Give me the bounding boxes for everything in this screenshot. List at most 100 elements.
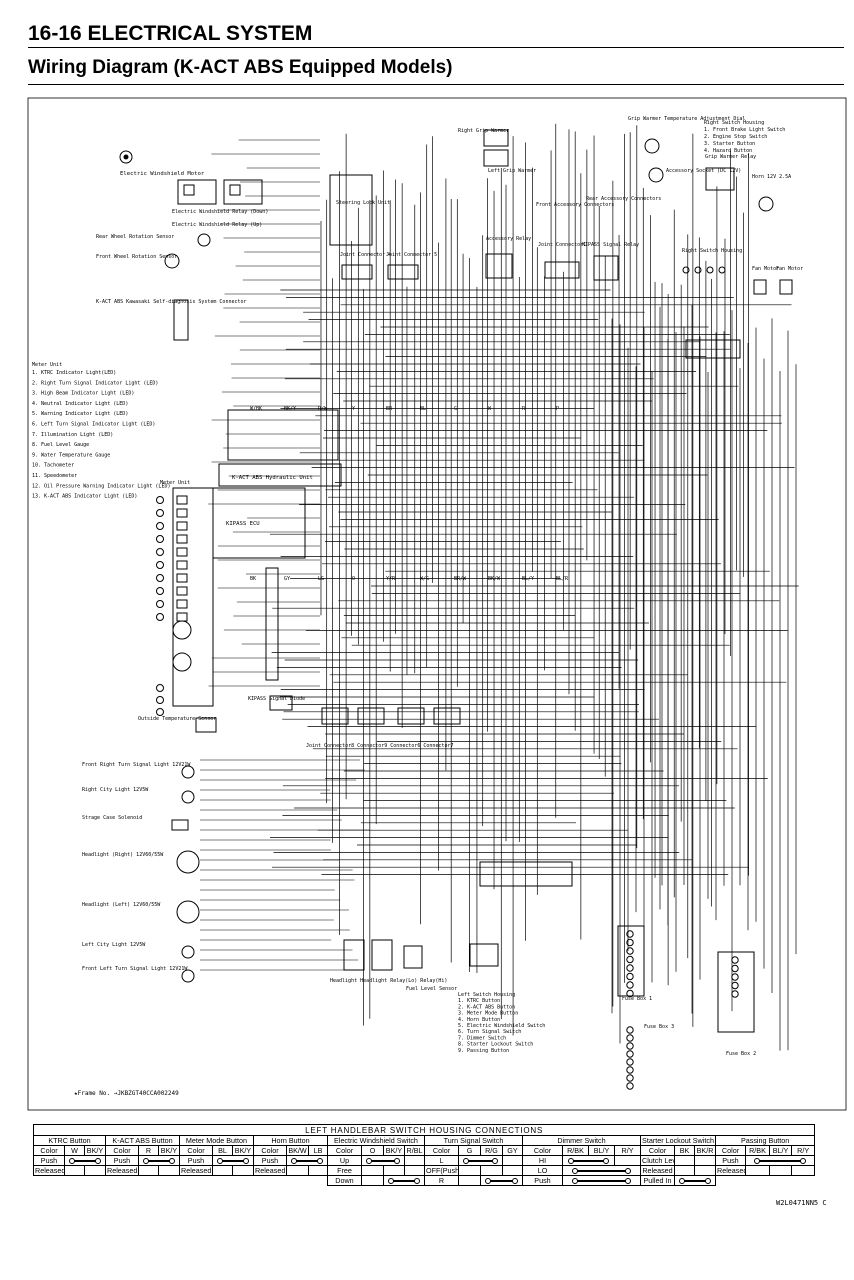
kipass-diode-box [269,695,293,711]
left-switch-item: Left Switch Housing [458,992,515,998]
lamp-label: Front Right Turn Signal Light 12V21W [82,762,191,768]
windshield-free: Free [327,1165,362,1176]
meter-unit-item: 2. Right Turn Signal Indicator Light (LE… [32,380,158,386]
left-grip-label: Left Grip Warmer [488,168,536,174]
fuse-box-3-label: Fuse Box 3 [644,1024,674,1030]
turn-l-bar [458,1155,503,1166]
lamp-icon [176,850,200,874]
horn-push-bar [286,1155,328,1166]
meter-unit-body [172,487,214,707]
indicator-bulb-icon [156,548,164,556]
right-grip-warmer-icon [483,129,509,147]
right-switch-housing-label: Right Switch Housing [682,248,742,254]
fuse-box-2-label: Fuse Box 2 [726,1051,756,1057]
fuel-sensor-box [403,945,423,969]
windshield-motor-label: Electric Windshield Motor [120,171,205,177]
steering-lock-label: Steering Lock Unit [336,200,390,206]
relay-down-box [177,179,217,205]
ktrc-push: Push [33,1155,65,1166]
group-ktrc: KTRC Button [33,1135,106,1146]
horn-rel-a [286,1165,309,1176]
horn-released: Released [253,1165,287,1176]
turn-c1: G [458,1145,481,1156]
passing-color-head: Color [715,1145,746,1156]
hydraulic-unit-connector [227,409,339,461]
left-grip-warmer-icon [483,149,509,167]
turn-l-empty [502,1155,523,1166]
dimmer-hi: HI [522,1155,563,1166]
lockout-pulled-in: Pulled In [640,1175,675,1186]
horn-push: Push [253,1155,287,1166]
outside-temp-label: Outside Temperature Sensor [138,716,216,722]
meter-push-bar [212,1155,254,1166]
relay-up-coil-icon [229,184,241,196]
wire-color-label: BK/W [488,576,501,582]
fuse-icon [626,964,634,972]
windshield-free-c [404,1165,425,1176]
group-meter: Meter Mode Button [179,1135,254,1146]
lockout-color-head: Color [640,1145,675,1156]
left-switch-item: 2. K-ACT ABS Button [458,1004,515,1010]
windshield-down-a [361,1175,384,1186]
group-horn: Horn Button [253,1135,328,1146]
group-turn: Turn Signal Switch [424,1135,523,1146]
lamp-label: Front Left Turn Signal Light 12V21W [82,966,188,972]
indicator-bulb-icon [156,535,164,543]
lockout-empty-a [674,1155,695,1166]
fuse-icon [626,1026,634,1034]
lamp-icon [181,945,195,959]
headlight-relay-lo-box [343,939,365,971]
continuity-bar [366,1158,400,1165]
turn-c3: GY [502,1145,523,1156]
fan-motor-left-label: Fan Motor [752,266,779,272]
solenoid-icon [171,819,189,831]
horn-icon [758,196,774,212]
turn-r: R [424,1175,459,1186]
switch-contact-icon [706,266,714,274]
indicator-bulb-icon [156,509,164,517]
lamp-group: Front Right Turn Signal Light 12V21WRigh… [82,762,200,983]
horn-c1: BK/W [286,1145,309,1156]
ktrc-color-head: Color [33,1145,65,1156]
lockout-c1: BK [674,1145,695,1156]
fuse-boxes [617,925,755,1090]
grip-relay-label: Grip Warmer Relay [705,154,756,160]
meter-rel-b [232,1165,254,1176]
horn-c2: LB [308,1145,328,1156]
dimmer-lo: LO [522,1165,563,1176]
windshield-up-bar [361,1155,405,1166]
lockout-released: Released [640,1165,675,1176]
table-blank-left [34,1176,328,1186]
front-sensor-icon [164,253,180,269]
self-diag-label: K-ACT ABS Kawasaki Self-diagnosis System… [96,299,247,305]
continuity-bar [572,1168,631,1175]
fuse-icon [731,990,739,998]
header-rule-top [28,47,844,48]
abs-push: Push [105,1155,139,1166]
dimmer-lo-bar [562,1165,641,1176]
continuity-bar [387,1178,420,1185]
dimmer-push: Push [522,1175,563,1186]
lamp-icon [181,969,195,983]
wire-color-label: LG [318,576,324,582]
fuse-icon [626,972,634,981]
joint-connector-box [357,707,385,725]
fuse-icon [731,956,739,964]
wire-color-label: BR [386,406,393,412]
front-accessory-label: Front Accessory Connectors [536,202,614,208]
meter-unit-item: 4. Neutral Indicator Light (LED) [32,401,128,407]
group-lockout: Starter Lockout Switch [640,1135,716,1146]
indicator-bulb-icon [156,684,164,692]
wire-color-label: W [488,406,492,412]
fuse-box-1-label: Fuse Box 1 [622,996,652,1002]
left-switch-item: 9. Passing Button [458,1048,509,1054]
accessory-socket-icon [648,167,664,183]
abs-c1: R [138,1145,159,1156]
fan-motor-right-icon [779,279,793,295]
left-switch-item: 5. Electric Windshield Switch [458,1023,545,1029]
motor-icon [119,150,133,164]
continuity-bar [572,1178,631,1185]
rear-accessory-label: Rear Accessory Connectors [586,196,661,202]
ktrc-c2: BK/Y [84,1145,106,1156]
hydraulic-unit-label: K-ACT ABS Hydraulic Unit [232,475,313,481]
